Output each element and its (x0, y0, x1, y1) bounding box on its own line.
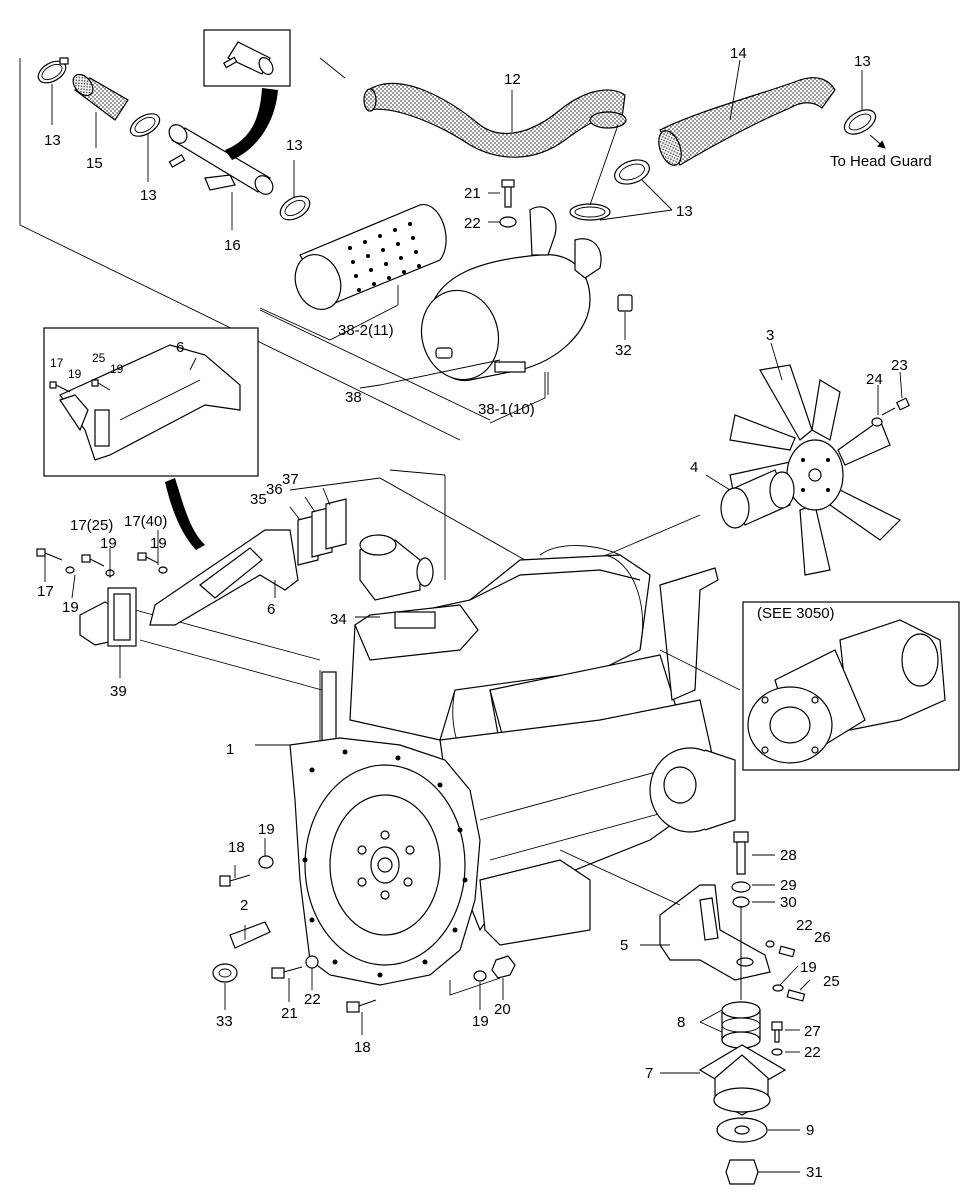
callout-13: 13 (140, 187, 157, 204)
hose-14 (658, 77, 836, 166)
callout-19: 19 (110, 362, 124, 376)
callout-17-25: 17(25) (70, 517, 113, 534)
callout-8: 8 (677, 1014, 685, 1031)
callout-19: 19 (62, 599, 79, 616)
callout-19: 19 (68, 367, 82, 381)
fan-spacer (720, 469, 795, 529)
callout-32: 32 (615, 342, 632, 359)
callout-17: 17 (37, 583, 54, 600)
air-filter-element (294, 204, 447, 310)
callout-17: 17 (50, 356, 64, 370)
callout-6: 6 (267, 601, 275, 618)
hose-clamp (37, 57, 69, 84)
callout-14: 14 (730, 45, 747, 62)
callout-25: 25 (823, 973, 840, 990)
callout-13: 13 (676, 203, 693, 220)
callout-9: 9 (806, 1122, 814, 1139)
callout-18: 18 (228, 839, 245, 856)
callout-35: 35 (250, 491, 267, 508)
alternator (649, 747, 736, 833)
callout-33: 33 (216, 1013, 233, 1030)
t-pipe-inset (203, 29, 291, 160)
fitting-32 (617, 294, 633, 312)
callout-6: 6 (176, 339, 184, 356)
callout-22: 22 (804, 1044, 821, 1061)
rear-mount (559, 831, 806, 1185)
bracket-inset (43, 327, 259, 477)
callout-13: 13 (286, 137, 303, 154)
callout-19: 19 (100, 535, 117, 552)
callout-22: 22 (796, 917, 813, 934)
callout-19: 19 (472, 1013, 489, 1030)
callout-28: 28 (780, 847, 797, 864)
callout-16: 16 (224, 237, 241, 254)
washer-24 (871, 417, 883, 427)
pipe-16 (168, 124, 274, 195)
intake-group (19, 29, 886, 441)
callout-27: 27 (804, 1023, 821, 1040)
to-head-guard-label: To Head Guard (830, 153, 932, 170)
bolts-left (36, 548, 168, 577)
callout-3: 3 (766, 327, 774, 344)
callout-19: 19 (800, 959, 817, 976)
callout-31: 31 (806, 1164, 823, 1181)
callout-5: 5 (620, 937, 628, 954)
washer-22 (499, 216, 517, 228)
callout-38: 38 (345, 389, 362, 406)
callout-15: 15 (86, 155, 103, 172)
pump-inset (742, 601, 960, 771)
hose-clamp (614, 159, 650, 185)
callout-22: 22 (464, 215, 481, 232)
front-mount-bracket (79, 529, 299, 647)
hose-clamp (843, 109, 877, 135)
callout-26: 26 (814, 929, 831, 946)
callout-21: 21 (464, 185, 481, 202)
bolt-23 (881, 397, 911, 416)
flywheel-housing (289, 737, 481, 986)
shims (297, 498, 347, 566)
callout-1: 1 (226, 741, 234, 758)
bolt (49, 379, 111, 393)
bolt-21 (501, 179, 515, 208)
hose-12 (363, 82, 627, 158)
callout-18: 18 (354, 1039, 371, 1056)
callout-20: 20 (494, 1001, 511, 1018)
callout-labels: 13 15 13 16 13 12 14 13 To Head Guard 13… (37, 45, 932, 1181)
hose-clamp (279, 195, 311, 221)
hose-15 (72, 73, 129, 121)
callout-29: 29 (780, 877, 797, 894)
hose-clamp (129, 113, 161, 137)
callout-2: 2 (240, 897, 248, 914)
lower-small-parts (212, 855, 516, 1013)
callout-39: 39 (110, 683, 127, 700)
callout-36: 36 (266, 481, 283, 498)
callout-30: 30 (780, 894, 797, 911)
callout-38-2: 38-2(11) (338, 322, 394, 339)
callout-19: 19 (150, 535, 167, 552)
callout-38-1: 38-1(10) (478, 401, 535, 418)
callout-23: 23 (891, 357, 908, 374)
callout-34: 34 (330, 611, 347, 628)
callout-13: 13 (854, 53, 871, 70)
cooling-fan (729, 364, 902, 576)
callout-12: 12 (504, 71, 521, 88)
callout-22: 22 (304, 991, 321, 1008)
leader-lines (44, 59, 903, 1173)
callout-7: 7 (645, 1065, 653, 1082)
hose-clamp (569, 203, 611, 221)
see-3050-label: (SEE 3050) (757, 605, 835, 622)
callout-37: 37 (282, 471, 299, 488)
callout-13: 13 (44, 132, 61, 149)
engine-block (134, 534, 736, 946)
callout-19: 19 (258, 821, 275, 838)
callout-25: 25 (92, 351, 106, 365)
callout-24: 24 (866, 371, 883, 388)
callout-4: 4 (690, 459, 698, 476)
air-cleaner-housing (420, 206, 633, 381)
callout-21: 21 (281, 1005, 298, 1022)
callout-17-40: 17(40) (124, 513, 167, 530)
